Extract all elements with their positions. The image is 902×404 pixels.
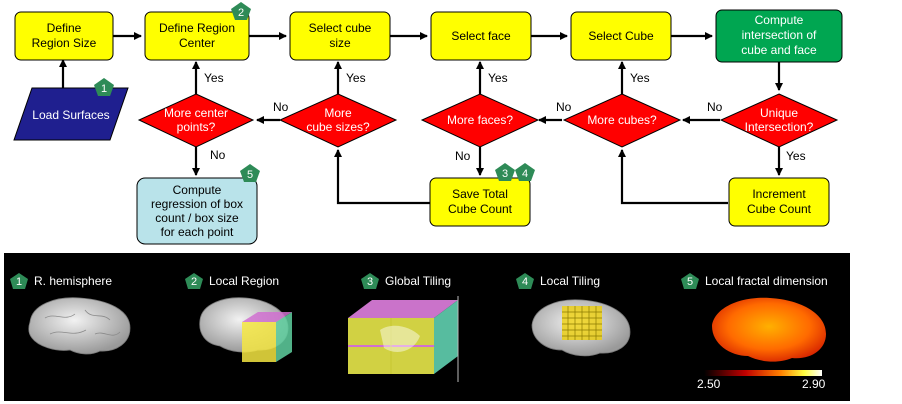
node-increment: Increment Cube Count [728, 177, 830, 227]
no-label: No [210, 148, 226, 162]
svg-text:5: 5 [247, 169, 253, 181]
colorbar-max: 2.90 [802, 377, 826, 391]
node-label: points? [177, 120, 216, 134]
node-label: cube and face [741, 43, 817, 57]
node-compute-intersection: Compute intersection of cube and face [715, 9, 843, 63]
node-label: More cubes? [587, 113, 657, 127]
yes-label: Yes [786, 149, 806, 163]
node-label: Cube Count [747, 202, 812, 216]
edge-labels: Yes Yes Yes Yes Yes No No No No No [204, 71, 806, 163]
node-label: Save Total [452, 187, 508, 201]
svg-text:3: 3 [502, 168, 508, 180]
yes-label: Yes [346, 71, 366, 85]
panel-local-tiling: 4 Local Tiling [516, 273, 631, 357]
node-label: intersection of [742, 28, 817, 42]
node-label: Select cube [309, 21, 372, 35]
node-label: Center [179, 36, 215, 50]
panel-badge [361, 273, 379, 289]
svg-text:4: 4 [522, 168, 528, 180]
node-define-region-size: Define Region Size [14, 11, 114, 61]
panel-badge [185, 273, 203, 289]
node-label: count / box size [155, 211, 239, 225]
colorbar-min: 2.50 [697, 377, 721, 391]
panel-caption: Local fractal dimension [705, 274, 828, 288]
node-select-face: Select face [430, 11, 532, 61]
edge-save-to-cube-sizes [334, 149, 430, 205]
panel-global-tiling: 3 Global Tiling [348, 273, 459, 382]
node-select-cube: Select Cube [570, 11, 672, 61]
colorbar [704, 370, 822, 376]
svg-text:1: 1 [101, 83, 107, 95]
node-label: Cube Count [448, 202, 513, 216]
connectors [59, 32, 783, 205]
node-label: for each point [161, 225, 234, 239]
node-label: More [324, 106, 352, 120]
node-more-center-points: More center points? [137, 93, 255, 148]
node-label: Select face [451, 29, 511, 43]
edge-increment-to-cubes [618, 149, 728, 205]
node-label: Region Size [32, 36, 97, 50]
badge-1: 1 [94, 78, 114, 96]
svg-text:3: 3 [367, 276, 373, 288]
panel-badge [516, 273, 534, 289]
node-more-cube-sizes: More cube sizes? [278, 93, 398, 148]
no-label: No [707, 100, 723, 114]
no-label: No [455, 149, 471, 163]
panel-local-fractal-dimension: 5 Local fractal dimension 2.50 2.90 [681, 273, 828, 391]
node-label: regression of box [151, 197, 243, 211]
panel-r-hemisphere: 1 R. hemisphere [10, 273, 131, 355]
node-label: Increment [752, 187, 806, 201]
node-more-cubes: More cubes? [562, 93, 682, 148]
panel-badge [681, 273, 699, 289]
node-label: size [329, 36, 351, 50]
no-label: No [556, 100, 572, 114]
node-label: Select Cube [588, 29, 654, 43]
node-label: Define Region [159, 21, 235, 35]
node-compute-regression: Compute regression of box count / box si… [136, 177, 258, 245]
node-more-faces: More faces? [420, 93, 540, 148]
node-save-total: Save Total Cube Count [429, 177, 531, 227]
fractal-dimension-map [712, 297, 826, 362]
panel-caption: Global Tiling [385, 274, 451, 288]
panel-local-region: 2 Local Region [185, 273, 292, 362]
tiling-cubes [348, 300, 458, 318]
node-label: Compute [755, 13, 804, 27]
yes-label: Yes [630, 71, 650, 85]
node-label: More center [164, 106, 228, 120]
svg-text:2: 2 [238, 7, 244, 19]
panel-caption: Local Region [209, 274, 279, 288]
step-badges: 1 2 3 4 5 [94, 2, 535, 182]
node-define-region-center: Define Region Center [144, 11, 250, 61]
node-label: Load Surfaces [32, 108, 109, 122]
badge-4: 4 [515, 163, 535, 181]
badge-5: 5 [240, 164, 260, 182]
yes-label: Yes [204, 71, 224, 85]
svg-text:2: 2 [191, 276, 197, 288]
node-label: Define [47, 21, 82, 35]
svg-text:4: 4 [522, 276, 528, 288]
brain-image [28, 297, 131, 355]
node-select-cube-size: Select cube size [289, 11, 391, 61]
panel-caption: Local Tiling [540, 274, 600, 288]
node-label: Compute [173, 183, 222, 197]
node-label: Unique [760, 106, 798, 120]
region-cube [242, 322, 276, 362]
node-unique-intersection: Unique Intersection? [719, 93, 839, 148]
badge-3: 3 [495, 163, 515, 181]
no-label: No [273, 100, 289, 114]
local-tiling-grid [562, 306, 602, 340]
panel-caption: R. hemisphere [34, 274, 112, 288]
node-label: More faces? [447, 113, 513, 127]
badge-2: 2 [231, 2, 251, 20]
node-load-surfaces: Load Surfaces [13, 87, 129, 141]
svg-text:5: 5 [687, 276, 693, 288]
node-label: cube sizes? [306, 120, 370, 134]
yes-label: Yes [488, 71, 508, 85]
panel-badge [10, 273, 28, 289]
node-label: Intersection? [745, 120, 814, 134]
svg-text:1: 1 [16, 276, 22, 288]
